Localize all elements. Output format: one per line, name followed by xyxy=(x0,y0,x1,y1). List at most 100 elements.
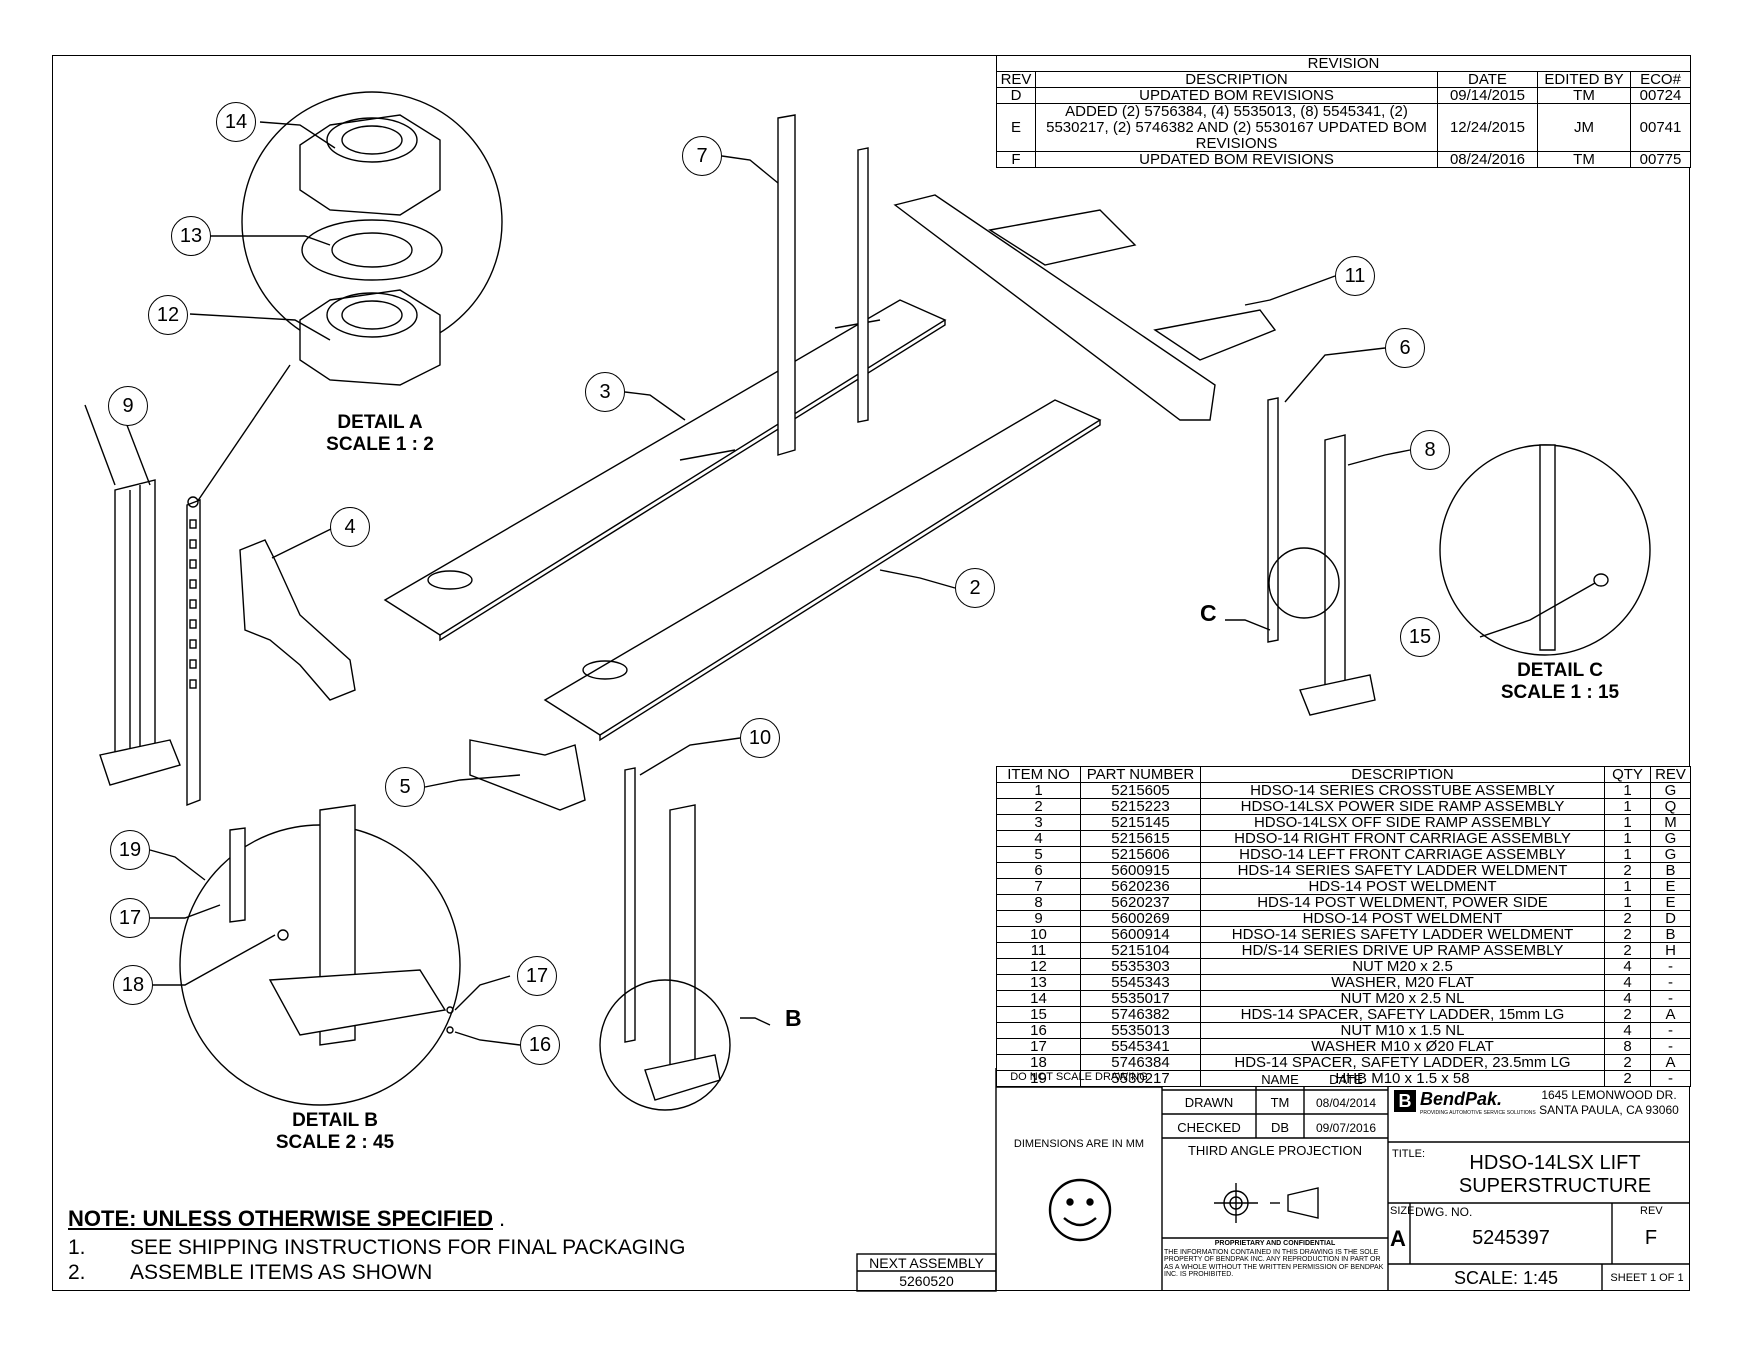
next-assembly-value: 5260520 xyxy=(899,1273,954,1289)
bom-rev: H xyxy=(1650,942,1691,959)
bom-part-number: 5535017 xyxy=(1080,990,1201,1007)
bom-rev: B xyxy=(1650,862,1691,879)
revision-eco: 00741 xyxy=(1629,102,1692,153)
bom-description: WASHER M10 x Ø20 FLAT xyxy=(1200,1038,1605,1055)
bom-qty: 1 xyxy=(1604,830,1651,847)
callout-3: 3 xyxy=(585,372,625,412)
scale-value: SCALE: 1:45 xyxy=(1453,1268,1559,1288)
do-not-scale-note: DO NOT SCALE DRAWING xyxy=(1010,1071,1148,1083)
bom-qty: 1 xyxy=(1604,798,1651,815)
bom-part-number: 5600915 xyxy=(1080,862,1201,879)
revision-editor: TM xyxy=(1537,151,1631,169)
bom-qty: 2 xyxy=(1604,862,1651,879)
company-logo-text: BendPak. xyxy=(1420,1089,1503,1109)
bom-description: HDS-14 SPACER, SAFETY LADDER, 15mm LG xyxy=(1200,1006,1605,1023)
bom-part-number: 5746382 xyxy=(1080,1006,1201,1023)
size-value: A xyxy=(1390,1226,1406,1251)
bom-part-number: 5746384 xyxy=(1080,1054,1201,1071)
bom-description: HDSO-14LSX OFF SIDE RAMP ASSEMBLY xyxy=(1200,814,1605,831)
size-label: SIZE xyxy=(1390,1205,1415,1217)
address-line-1: 1645 LEMONWOOD DR. xyxy=(1541,1088,1677,1102)
bom-rev: - xyxy=(1650,1038,1691,1055)
bom-description: NUT M10 x 1.5 NL xyxy=(1200,1022,1605,1039)
bom-part-number: 5620237 xyxy=(1080,894,1201,911)
date-col-header: DATE xyxy=(1437,71,1538,88)
proprietary-title: PROPRIETARY AND CONFIDENTIAL xyxy=(1214,1240,1336,1247)
smiley-face xyxy=(1048,1178,1112,1242)
nut-14-hole xyxy=(326,117,418,163)
revision-description: ADDED (2) 5756384, (4) 5535013, (8) 5545… xyxy=(1035,102,1438,153)
proprietary-text: THE INFORMATION CONTAINED IN THIS DRAWIN… xyxy=(1164,1249,1384,1279)
bom-item-no: 3 xyxy=(996,814,1081,831)
drawn-name: TM xyxy=(1270,1095,1290,1110)
bom-description: HD/S-14 SERIES DRIVE UP RAMP ASSEMBLY xyxy=(1200,942,1605,959)
bom-part-number: 5545341 xyxy=(1080,1038,1201,1055)
revision-eco: 00724 xyxy=(1629,87,1692,104)
bom-item-no: 17 xyxy=(996,1038,1081,1055)
bom-part-number: 5620236 xyxy=(1080,878,1201,895)
revision-row: E ADDED (2) 5756384, (4) 5535013, (8) 55… xyxy=(996,102,1692,153)
revision-row: D UPDATED BOM REVISIONS 09/14/2015 TM 00… xyxy=(996,87,1692,104)
next-assembly-label: NEXT ASSEMBLY xyxy=(869,1255,984,1271)
projection-label: THIRD ANGLE PROJECTION xyxy=(1187,1143,1363,1158)
checked-name: DB xyxy=(1270,1120,1290,1135)
title-label: TITLE: xyxy=(1392,1148,1426,1160)
bom-item-no: 11 xyxy=(996,942,1081,959)
nut-14-shape xyxy=(299,114,441,216)
bom-description: HDS-14 SERIES SAFETY LADDER WELDMENT xyxy=(1200,862,1605,879)
bom-item-no: 12 xyxy=(996,958,1081,975)
bom-description: HDS-14 POST WELDMENT xyxy=(1200,878,1605,895)
bom-qty: 4 xyxy=(1604,990,1651,1007)
bom-part-number: 5600914 xyxy=(1080,926,1201,943)
bom-qty: 2 xyxy=(1604,910,1651,927)
dwg-no-label: DWG. NO. xyxy=(1415,1205,1473,1219)
detail-c-letter: C xyxy=(1200,600,1217,626)
bom-rev: E xyxy=(1650,894,1691,911)
bom-description: NUT M20 x 2.5 NL xyxy=(1200,990,1605,1007)
callout-16: 16 xyxy=(520,1025,560,1065)
rev-value: F xyxy=(1644,1227,1658,1249)
dwg-number: 5245397 xyxy=(1472,1227,1550,1249)
post-9-shape xyxy=(114,479,156,771)
bom-rev: Q xyxy=(1650,798,1691,815)
post-10-shape xyxy=(669,804,696,1086)
bom-part-number: 5215605 xyxy=(1080,782,1201,799)
notes-heading-period: . xyxy=(499,1206,506,1231)
bom-qty: 2 xyxy=(1604,942,1651,959)
ladder-10-shape xyxy=(624,767,636,1043)
revision-editor: JM xyxy=(1537,102,1631,153)
bom-description: HDSO-14 RIGHT FRONT CARRIAGE ASSEMBLY xyxy=(1200,830,1605,847)
dimensions-note: DIMENSIONS ARE IN MM xyxy=(1013,1138,1145,1150)
bom-part-number: 5535013 xyxy=(1080,1022,1201,1039)
bom-description: HDSO-14 POST WELDMENT xyxy=(1200,910,1605,927)
bom-rev: G xyxy=(1650,846,1691,863)
bom-part-number: 5215145 xyxy=(1080,814,1201,831)
edited-by-col-header: EDITED BY xyxy=(1537,71,1631,88)
drawn-date: 08/04/2014 xyxy=(1315,1096,1377,1110)
bom-rev: D xyxy=(1650,910,1691,927)
bom-description: NUT M20 x 2.5 xyxy=(1200,958,1605,975)
bom-rev: G xyxy=(1650,782,1691,799)
bom-item-no: 18 xyxy=(996,1054,1081,1071)
callout-4: 4 xyxy=(330,507,370,547)
bom-item-no: 2 xyxy=(996,798,1081,815)
post-7-shape xyxy=(777,114,796,456)
note-2-number: 2. xyxy=(68,1261,86,1284)
bom-rev: B xyxy=(1650,926,1691,943)
callout-11: 11 xyxy=(1335,256,1375,296)
bendpak-logo-icon: B xyxy=(1394,1090,1416,1112)
bill-of-materials: ITEM NO PART NUMBER DESCRIPTION QTY REV … xyxy=(996,766,1691,1087)
bom-qty: 2 xyxy=(1604,1070,1651,1087)
callout-2: 2 xyxy=(955,568,995,608)
item-no-header: ITEM NO xyxy=(996,766,1081,783)
bom-rev: G xyxy=(1650,830,1691,847)
bom-qty: 2 xyxy=(1604,1006,1651,1023)
revision-rev: F xyxy=(996,151,1036,169)
